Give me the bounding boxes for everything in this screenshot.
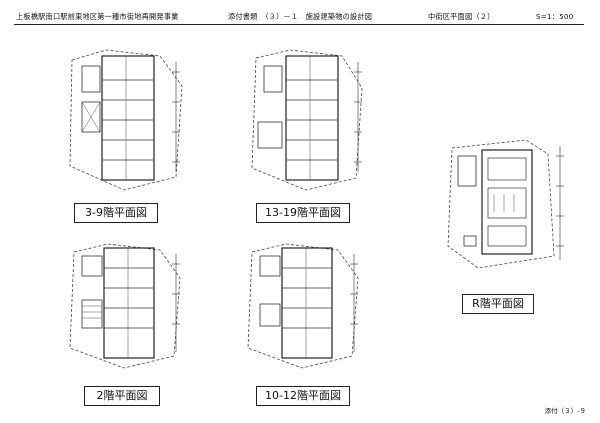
- floor-plan-13-19: [246, 42, 374, 197]
- plan-label-10-12: 10-12階平面図: [256, 386, 350, 406]
- floor-plan-10-12: [242, 238, 370, 373]
- header-project-title: 上板橋駅南口駅前東地区第一種市街地再開発事業: [16, 12, 179, 21]
- plan-label-3-9: 3-9階平面図: [74, 203, 158, 223]
- plan-label-13-19: 13-19階平面図: [256, 203, 350, 223]
- plan-label-r: R階平面図: [462, 294, 534, 314]
- floor-plan-r: [438, 136, 573, 276]
- floor-plan-2: [64, 238, 192, 373]
- plan-label-2: 2階平面図: [84, 386, 160, 406]
- header-rule: [14, 24, 584, 25]
- header-drawing-title: 中街区平面図（２）: [428, 12, 495, 21]
- header-attachment-title: 添付書類 （３）－１ 施設建築物の設計図: [228, 12, 373, 21]
- page-number: 添付（３）-９: [544, 407, 586, 415]
- header-scale: S=1：500: [536, 12, 574, 21]
- floor-plan-3-9: [64, 42, 192, 197]
